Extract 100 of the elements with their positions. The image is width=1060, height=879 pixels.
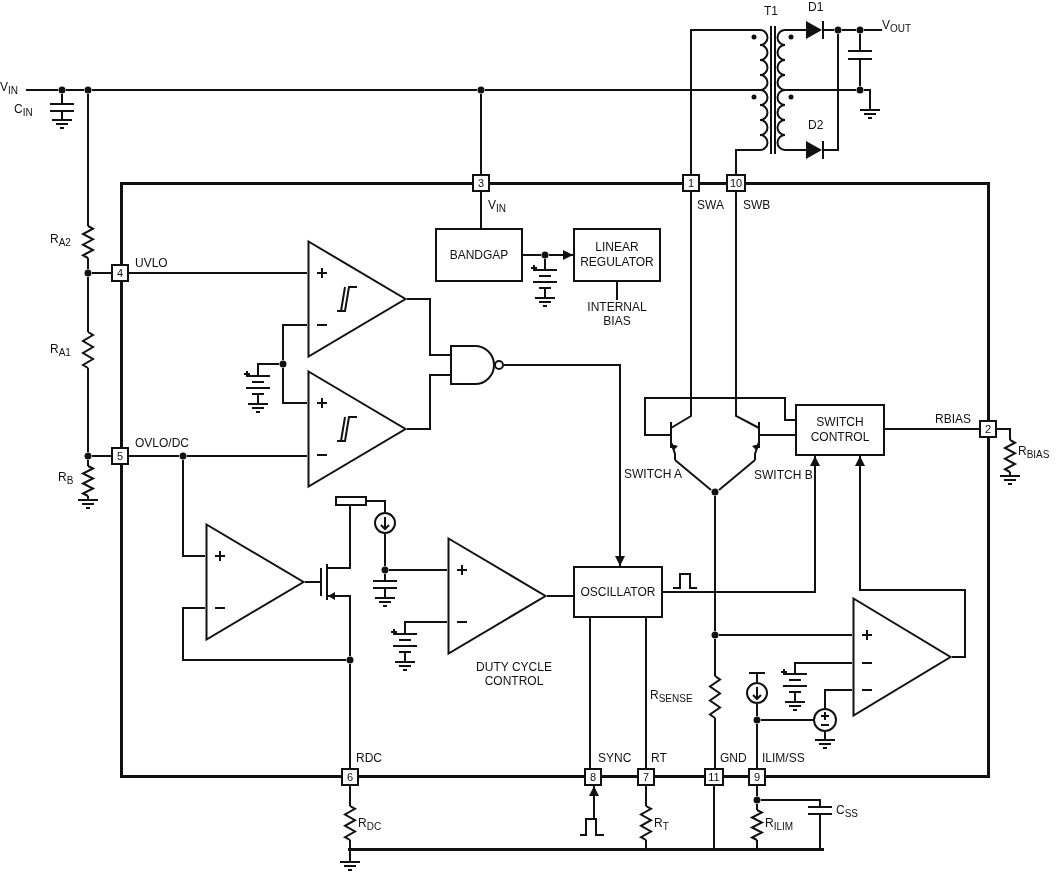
amplifier-symbol: [852, 597, 952, 717]
pulse-waveform-icon: [580, 818, 604, 836]
wire: [827, 29, 835, 31]
junction-dot: [84, 452, 92, 460]
pin-box: 8: [584, 768, 602, 786]
pin-label: RBIAS: [935, 412, 971, 427]
pin-box: 9: [748, 768, 766, 786]
wire: [384, 533, 386, 567]
wire: [690, 191, 692, 411]
junction-dot: [179, 452, 187, 460]
wire: [349, 663, 351, 769]
pin-label: RT: [651, 751, 667, 766]
pin-label: SWB: [743, 198, 771, 213]
wire: [760, 719, 814, 721]
wire: [996, 428, 1011, 441]
wire: [756, 785, 758, 797]
wire: [388, 569, 448, 571]
wire: [735, 191, 737, 411]
wire: [282, 367, 308, 404]
nand-gate-symbol: [450, 345, 504, 385]
pin-box: 1: [682, 174, 700, 192]
junction-dot: [477, 86, 485, 94]
block-caption: INTERNAL BIAS: [585, 300, 649, 330]
mosfet-symbol: [318, 560, 354, 604]
comparator-symbol: [307, 240, 407, 358]
wire: [713, 785, 715, 849]
pin-box: 7: [637, 768, 655, 786]
wire: [824, 689, 853, 709]
wire: [349, 850, 351, 859]
junction-dot: [541, 251, 549, 259]
junction-dot: [346, 656, 354, 664]
wire: [87, 257, 89, 270]
ground-symbol: [340, 858, 360, 872]
wire: [182, 459, 206, 557]
pin-box: 4: [111, 264, 129, 282]
function-block: SWITCH CONTROL: [795, 404, 885, 456]
wire: [65, 89, 85, 91]
amplifier-symbol: [205, 523, 305, 641]
pin-label: V$_{IN}$: [488, 198, 506, 216]
junction-dot: [381, 566, 389, 574]
wire: [756, 723, 758, 769]
junction-dot: [856, 86, 864, 94]
wire: [257, 363, 280, 371]
wire: [799, 89, 857, 91]
block-caption: SWITCH A: [624, 467, 682, 482]
capacitor-symbol: [373, 580, 397, 610]
arrow: [662, 455, 820, 593]
ground-symbol: [860, 106, 880, 120]
wire: [645, 839, 647, 849]
pin-box: 5: [111, 447, 129, 465]
wire: [87, 93, 89, 227]
wire: [25, 89, 59, 91]
voltage-source-symbol: [813, 708, 837, 750]
wire: [282, 324, 308, 361]
wire: [863, 89, 871, 107]
wire: [384, 573, 386, 581]
wire: [544, 258, 546, 265]
wire: [645, 617, 647, 769]
wire: [863, 29, 883, 31]
wire: [718, 634, 853, 636]
wire: [91, 89, 478, 91]
wire: [87, 367, 89, 453]
wire: [774, 434, 796, 436]
wire: [756, 703, 758, 717]
junction-dot: [711, 631, 719, 639]
wire: [349, 603, 351, 657]
wire: [406, 298, 451, 356]
pin-label: OVLO/DC: [135, 436, 189, 451]
wire: [589, 617, 591, 769]
wire: [718, 459, 756, 491]
capacitor-symbol: [848, 50, 872, 60]
wire: [128, 272, 308, 274]
wire: [735, 149, 745, 175]
arrow: [589, 785, 599, 819]
wire: [714, 717, 716, 769]
wire: [794, 662, 853, 669]
wire: [760, 799, 821, 805]
wire: [480, 93, 482, 175]
battery-symbol: [243, 370, 273, 414]
pin-label: UVLO: [135, 256, 168, 271]
function-block: OSCILLATOR: [573, 566, 663, 618]
wire: [128, 455, 180, 457]
amplifier-symbol: [447, 537, 547, 655]
block-caption: DUTY CYCLE CONTROL: [475, 660, 553, 689]
supply-rail: [335, 496, 367, 506]
pin-box: 6: [341, 768, 359, 786]
pin-box: 3: [472, 174, 490, 192]
junction-dot: [279, 360, 287, 368]
pin-box: 10: [726, 174, 746, 192]
ground-bus: [348, 848, 824, 851]
wire: [645, 785, 647, 807]
junction-dot: [753, 796, 761, 804]
wire: [61, 93, 63, 101]
wire: [690, 29, 745, 175]
wire: [674, 459, 712, 491]
wire: [522, 254, 542, 256]
wire: [714, 495, 716, 632]
pin-label: RDC: [356, 751, 382, 766]
junction-dot: [834, 26, 842, 34]
wire: [484, 89, 745, 91]
